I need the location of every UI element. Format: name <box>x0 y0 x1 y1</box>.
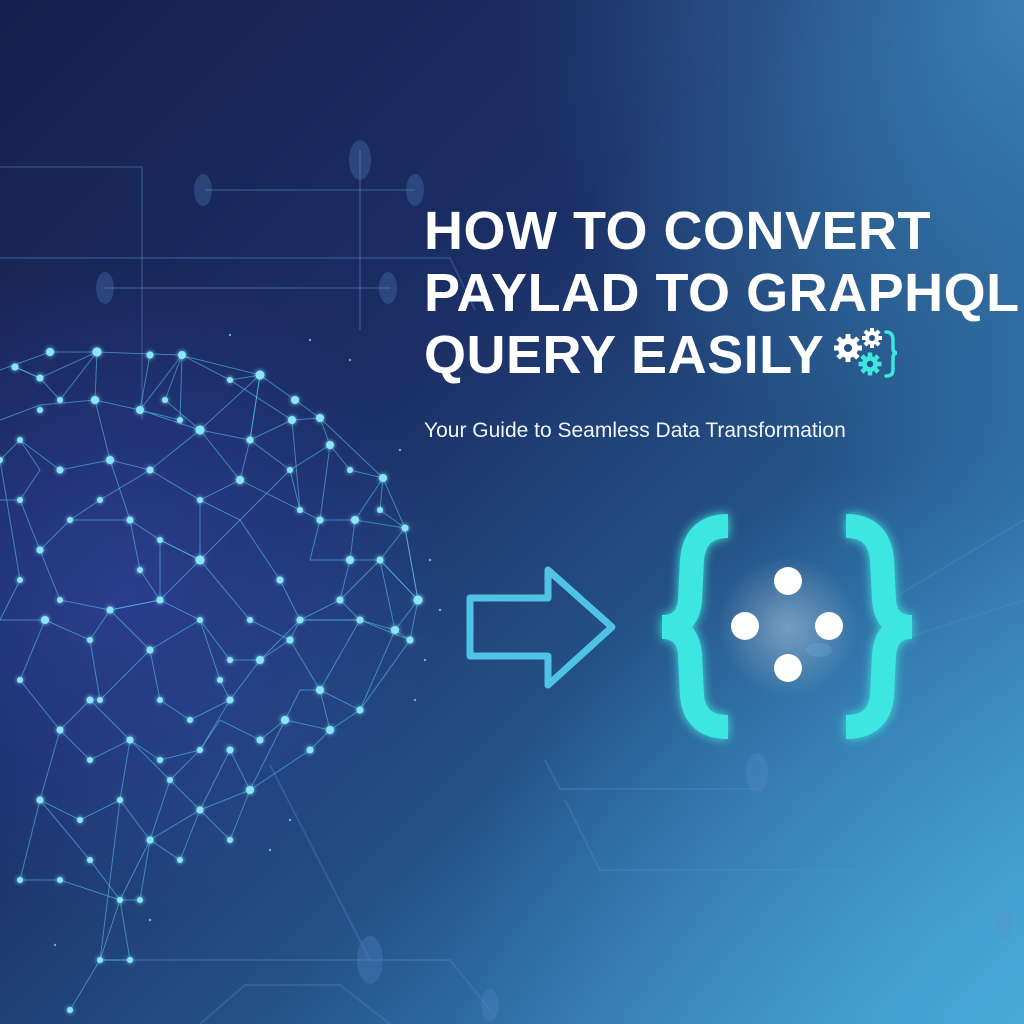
page-title: HOW TO CONVERT PAYLAD TO GRAPHQL QUERY E… <box>424 200 1020 386</box>
network-nodes <box>0 347 423 1013</box>
gears-with-curly-brace-icon <box>834 327 898 378</box>
title-line-3: QUERY EASILY <box>424 325 825 385</box>
subtitle: Your Guide to Seamless Data Transformati… <box>424 419 846 442</box>
title-line-2: PAYLAD TO GRAPHQL <box>424 263 1020 323</box>
title-line-3-wrap: QUERY EASILY <box>424 324 1020 386</box>
graphql-dots <box>731 567 843 682</box>
right-arrow-outline-icon <box>466 566 616 689</box>
curly-braces-with-dots-icon <box>661 514 913 739</box>
title-line-1: HOW TO CONVERT <box>424 201 932 261</box>
